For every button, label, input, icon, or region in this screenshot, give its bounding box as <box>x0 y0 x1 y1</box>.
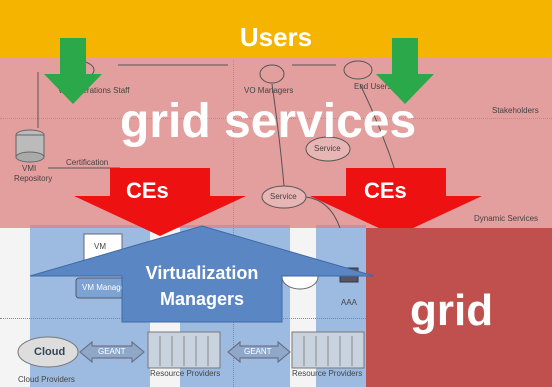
dynamic-services-label: Dynamic Services <box>474 214 539 223</box>
red-ce-arrows <box>74 168 482 236</box>
geant-right-label: GEANT <box>244 347 272 356</box>
grid-services-label: grid services <box>120 95 417 148</box>
grid-box <box>366 228 552 387</box>
geant-left-arrow <box>79 340 145 364</box>
resource-providers-left-label: Resource Providers <box>150 369 221 378</box>
users-title: Users <box>239 22 313 52</box>
grid-label: grid <box>410 286 494 335</box>
vo-operations-staff-label: VO Operations Staff <box>58 86 130 95</box>
vo-managers-figure <box>259 64 285 84</box>
service-link <box>271 83 285 187</box>
geant-left-label: GEANT <box>98 347 126 356</box>
service-lower-label: Service <box>270 192 297 201</box>
end-users-figure <box>343 60 373 80</box>
repository-label: Repository <box>14 174 53 183</box>
stakeholders-label: Stakeholders <box>492 106 539 115</box>
virtualization-label-line2: Managers <box>159 289 245 309</box>
service-upper-node <box>305 136 351 162</box>
ce-arrow-left <box>74 168 246 236</box>
ce-arrow-right <box>310 168 482 236</box>
green-arrow-right <box>376 38 434 104</box>
green-arrows <box>44 38 434 104</box>
geant-right-arrow <box>227 340 291 364</box>
end-users-label: End Users <box>354 82 392 91</box>
aaa-label: AAA <box>341 298 358 307</box>
resource-providers-right-label: Resource Providers <box>292 369 363 378</box>
cloud-providers-label: Cloud Providers <box>18 375 75 384</box>
ce-right-label: CEs <box>364 178 407 203</box>
cloud-label: Cloud <box>34 346 66 358</box>
virtualization-label-line1: Virtualization <box>145 263 259 283</box>
certification-label: Certification <box>66 158 109 167</box>
vm-label: VM <box>94 242 106 251</box>
vm-manager-label: VM Manager <box>82 283 128 292</box>
users-banner <box>0 0 552 58</box>
virtualization-arrow-shape <box>29 225 375 323</box>
cloud-shape <box>17 336 79 368</box>
service-upper-label: Service <box>314 144 341 153</box>
service-link <box>305 196 341 229</box>
green-arrow-left <box>44 38 102 104</box>
ce-left-label: CEs <box>126 178 169 203</box>
vo-managers-label: VO Managers <box>244 86 294 95</box>
vmi-label: VMI <box>22 164 37 173</box>
